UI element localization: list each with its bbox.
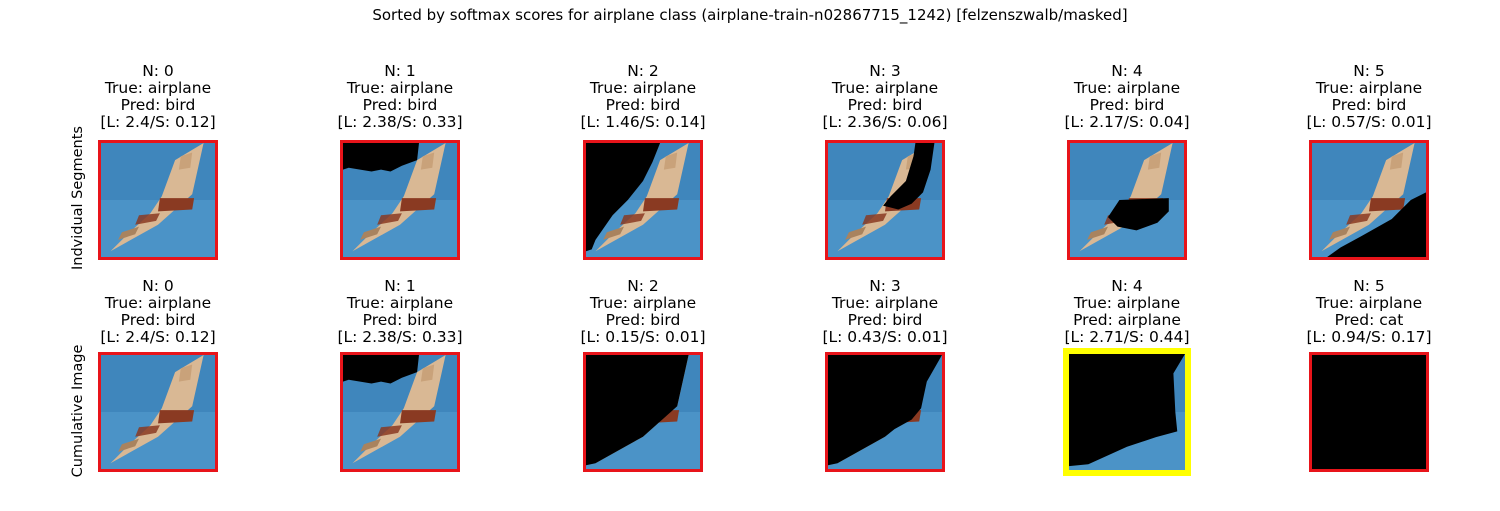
- image-frame: [825, 352, 945, 472]
- panel-pred-label: Pred: bird: [120, 311, 196, 329]
- panel-index: N: 1: [384, 62, 416, 80]
- panel-scores: [L: 2.4/S: 0.12]: [100, 113, 216, 131]
- panel-pred-label: Pred: cat: [1334, 311, 1404, 329]
- panel-pred-label: Pred: bird: [605, 311, 681, 329]
- image-frame: [583, 352, 703, 472]
- panel-index: N: 0: [142, 277, 174, 295]
- panel-scores: [L: 2.38/S: 0.33]: [337, 328, 463, 346]
- panel-pred-label: Pred: bird: [605, 96, 681, 114]
- panel-pred-label: Pred: bird: [1331, 96, 1407, 114]
- panel-index: N: 3: [869, 62, 901, 80]
- panel-scores: [L: 2.38/S: 0.33]: [337, 113, 463, 131]
- segment-image: [101, 143, 215, 257]
- panel-true-label: True: airplane: [1073, 79, 1181, 97]
- segment-image: [1312, 355, 1426, 469]
- panel-index: N: 3: [869, 277, 901, 295]
- image-frame: [1309, 140, 1429, 260]
- panel-index: N: 0: [142, 62, 174, 80]
- segment-image: [1070, 143, 1184, 257]
- panel-scores: [L: 0.43/S: 0.01]: [822, 328, 948, 346]
- panel-true-label: True: airplane: [104, 294, 212, 312]
- panel-index: N: 1: [384, 277, 416, 295]
- panel-scores: [L: 2.36/S: 0.06]: [822, 113, 948, 131]
- panel-pred-label: Pred: bird: [847, 311, 923, 329]
- panel-index: N: 5: [1353, 277, 1385, 295]
- panel-index: N: 4: [1111, 277, 1143, 295]
- panel-scores: [L: 2.17/S: 0.04]: [1064, 113, 1190, 131]
- panel-pred-label: Pred: bird: [847, 96, 923, 114]
- image-frame: [98, 140, 218, 260]
- panel-index: N: 4: [1111, 62, 1143, 80]
- image-frame: [583, 140, 703, 260]
- segment-image: [101, 355, 215, 469]
- panel-true-label: True: airplane: [1315, 79, 1423, 97]
- segment-image: [343, 143, 457, 257]
- panel-scores: [L: 0.94/S: 0.17]: [1306, 328, 1432, 346]
- panel-pred-label: Pred: bird: [120, 96, 196, 114]
- panel-true-label: True: airplane: [346, 294, 454, 312]
- panel-pred-label: Pred: airplane: [1073, 311, 1181, 329]
- panel-scores: [L: 1.46/S: 0.14]: [580, 113, 706, 131]
- segment-image: [828, 355, 942, 469]
- panel-true-label: True: airplane: [1073, 294, 1181, 312]
- panel-index: N: 2: [627, 277, 659, 295]
- segment-image: [586, 355, 700, 469]
- panel-index: N: 5: [1353, 62, 1385, 80]
- segment-image: [1312, 143, 1426, 257]
- image-frame: [340, 352, 460, 472]
- highlighted-image-frame: [1063, 348, 1191, 476]
- image-frame: [340, 140, 460, 260]
- panel-index: N: 2: [627, 62, 659, 80]
- panel-true-label: True: airplane: [831, 294, 939, 312]
- panel-true-label: True: airplane: [831, 79, 939, 97]
- panel-scores: [L: 0.15/S: 0.01]: [580, 328, 706, 346]
- panel-pred-label: Pred: bird: [362, 96, 438, 114]
- panel-true-label: True: airplane: [104, 79, 212, 97]
- image-frame: [825, 140, 945, 260]
- panel-pred-label: Pred: bird: [1089, 96, 1165, 114]
- panel-scores: [L: 2.4/S: 0.12]: [100, 328, 216, 346]
- panel-scores: [L: 2.71/S: 0.44]: [1064, 328, 1190, 346]
- image-frame: [98, 352, 218, 472]
- segment-image: [586, 143, 700, 257]
- segment-image: [343, 355, 457, 469]
- panel-scores: [L: 0.57/S: 0.01]: [1306, 113, 1432, 131]
- segment-image: [1069, 354, 1185, 470]
- panel-true-label: True: airplane: [346, 79, 454, 97]
- panel-pred-label: Pred: bird: [362, 311, 438, 329]
- figure-title: Sorted by softmax scores for airplane cl…: [372, 6, 1128, 24]
- image-frame: [1067, 140, 1187, 260]
- segment-image: [828, 143, 942, 257]
- panel-true-label: True: airplane: [1315, 294, 1423, 312]
- image-frame: [1309, 352, 1429, 472]
- panel-true-label: True: airplane: [589, 294, 697, 312]
- panel-true-label: True: airplane: [589, 79, 697, 97]
